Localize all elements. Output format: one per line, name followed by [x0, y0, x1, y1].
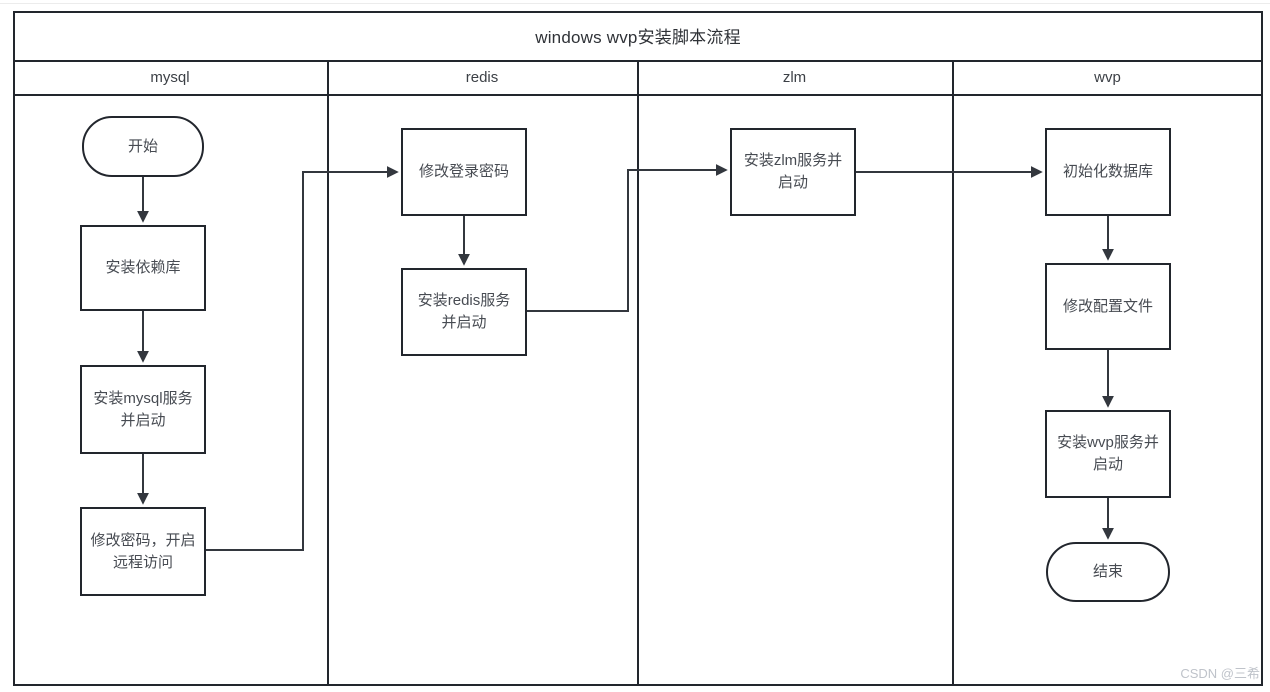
node-init-database: 初始化数据库	[1045, 128, 1171, 216]
lane-header-mysql: mysql	[150, 69, 190, 86]
node-change-login-password: 修改登录密码	[401, 128, 527, 216]
lane-header-zlm: zlm	[782, 69, 807, 86]
csdn-watermark: CSDN @三希	[1180, 666, 1260, 681]
lane-divider-1	[327, 60, 329, 686]
node-install-redis-service: 安装redis服务并启动	[401, 268, 527, 356]
lane-header-redis: redis	[465, 69, 499, 86]
node-change-password-remote-access: 修改密码，开启远程访问	[80, 507, 206, 596]
node-install-zlm-service: 安装zlm服务并启动	[730, 128, 856, 216]
node-install-wvp-service: 安装wvp服务并启动	[1045, 410, 1171, 498]
lane-header-wvp: wvp	[1094, 69, 1121, 86]
node-modify-config-file: 修改配置文件	[1045, 263, 1171, 350]
lane-divider-2	[637, 60, 639, 686]
page-top-divider	[0, 3, 1270, 4]
node-install-mysql-service: 安装mysql服务并启动	[80, 365, 206, 454]
node-install-dependencies: 安装依赖库	[80, 225, 206, 311]
lane-divider-3	[952, 60, 954, 686]
node-start: 开始	[82, 116, 204, 177]
diagram-title: windows wvp安装脚本流程	[535, 28, 741, 47]
node-end: 结束	[1046, 542, 1170, 602]
